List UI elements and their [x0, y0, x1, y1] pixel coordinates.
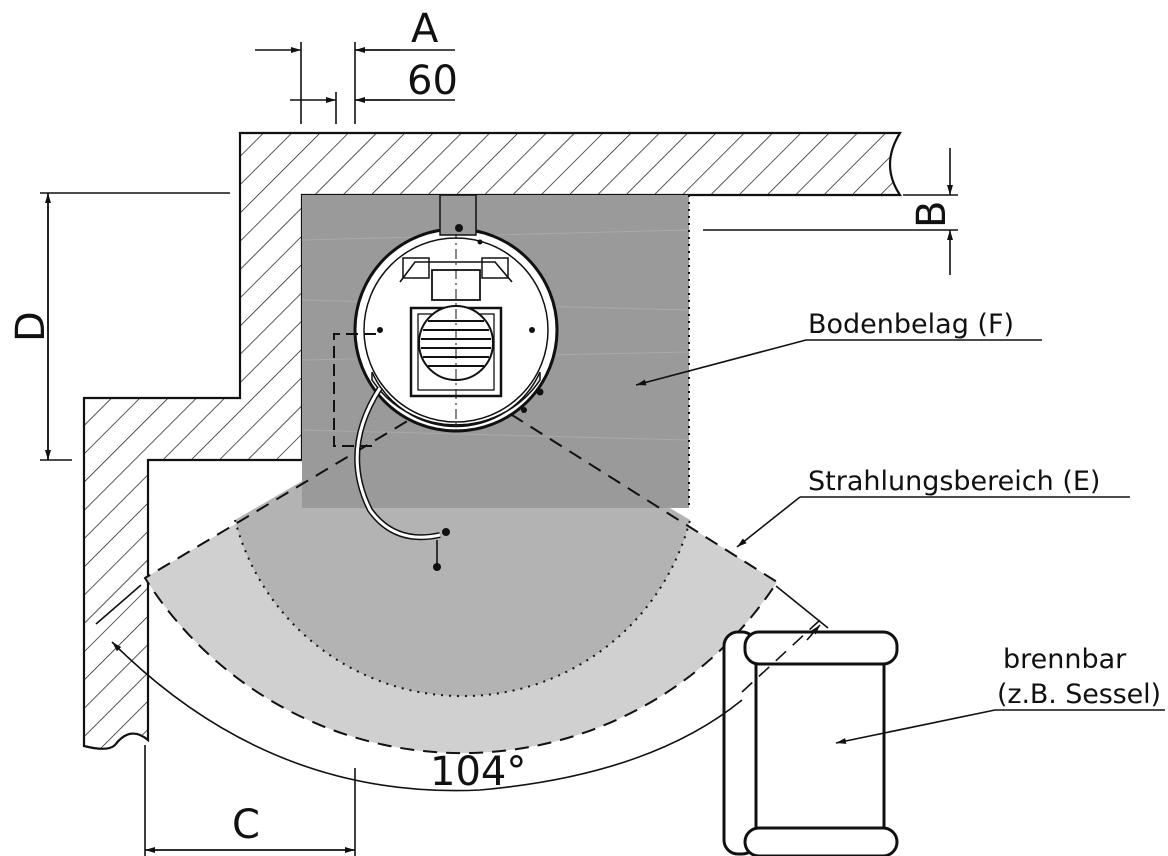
door-outline-dashed	[333, 333, 376, 447]
dimension-b	[703, 148, 958, 275]
leader-floor-covering	[635, 339, 1042, 386]
leader-radiation-zone	[736, 496, 1130, 548]
dim-60-label: 60	[407, 58, 458, 104]
dimension-d	[40, 192, 230, 461]
dim-d-label: D	[8, 311, 54, 342]
armchair	[722, 630, 899, 856]
dimension-a-60	[255, 42, 455, 124]
combustible-label-line1: brennbar	[1003, 644, 1127, 675]
wall-section	[82, 131, 903, 750]
stove	[353, 194, 559, 433]
combustible-label-line2: (z.B. Sessel)	[997, 679, 1161, 710]
radiation-boundary	[143, 385, 779, 755]
dim-a-label: A	[411, 6, 439, 52]
dimension-c	[144, 745, 356, 856]
radiation-zone-label: Strahlungsbereich (E)	[808, 466, 1100, 497]
angle-arc	[95, 584, 829, 792]
dim-c-label: C	[232, 802, 260, 848]
stove-door-swing	[354, 386, 544, 571]
dim-b-label: B	[909, 201, 955, 228]
floor-covering-label: Bodenbelag (F)	[808, 309, 1014, 340]
angle-label: 104°	[430, 749, 526, 795]
leader-combustible	[835, 709, 1165, 744]
